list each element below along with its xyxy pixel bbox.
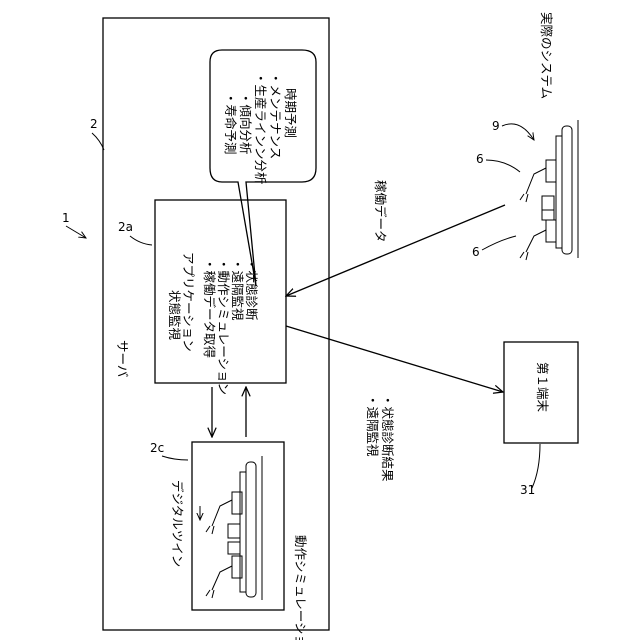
operation-data-label: 稼働データ [373,180,388,243]
ref-twin-leader [162,456,188,460]
real-workpiece-2 [542,210,554,220]
real-robot-gripper-1 [520,194,528,202]
ref-system-leader [66,226,86,238]
app-item-3: ・遠隔監視 [230,258,245,321]
server-label: サーバ [115,340,130,377]
real-robot-arm-2 [526,230,546,252]
digital-twin-label: デジタルツイン [170,480,185,567]
real-robot-arm-1 [526,168,546,194]
app-item-4: ・状態診断 [244,258,259,321]
twin-robot-arm-1 [212,500,232,526]
ref-terminal-leader [532,444,540,488]
twin-conveyor [240,472,246,592]
ref-robot-top-leader [486,160,520,172]
real-production-line [520,120,578,260]
digital-twin-box [192,442,284,610]
bubble-item-1: ・寿命予測 [223,92,238,155]
twin-robot-gripper-1 [206,526,214,534]
bubble-item-3: ・生産ラインン分析 [253,72,268,185]
ref-twin: 2c [150,441,164,455]
app-item-1: ・稼働データ取得 [202,258,217,358]
real-robot-gripper-2 [520,252,528,260]
real-workpiece-1 [542,196,554,210]
output-label: ・遠隔監視 ・状態診断結果 [365,394,395,482]
arrow-to-terminal [286,326,503,392]
twin-robot-arm-2 [212,566,232,590]
ref-rail-leader [502,124,534,140]
real-robot-base-1 [546,160,556,182]
twin-rail [246,462,256,597]
twin-workpiece-1 [228,524,240,538]
bubble-item-2: ・傾向分析 [238,92,253,155]
operation-simulation-label: 動作シミュレーション [293,535,308,640]
ref-robot-bottom-leader [482,236,516,250]
ref-robot-bottom: 6 [472,245,480,259]
output-item-1: ・遠隔監視 [365,394,380,457]
ref-robot-top: 6 [476,152,484,166]
ref-server-leader [92,133,104,150]
bubble-text: ・寿命予測 ・傾向分析 ・生産ラインン分析 ・メンテナンス 時期予測 [223,72,298,185]
ref-app: 2a [118,220,133,234]
app-box-text: 状態監視 アプリケーション ・稼働データ取得 ・動作シミュレーション ・遠隔監視… [167,252,259,395]
ref-system: 1 [62,211,70,225]
twin-workpiece-2 [228,542,240,554]
bubble-item-5: 時期予測 [283,88,298,138]
twin-production-line [200,456,262,600]
twin-robot-gripper-2 [206,590,214,598]
terminal-label: 第１端末 [535,362,550,413]
real-system-label: 実際のシステム [539,12,554,99]
real-robot-base-2 [546,220,556,242]
ref-app-leader [130,236,152,245]
app-item-2: ・動作シミュレーション [216,258,231,395]
ref-rail: 9 [492,119,500,133]
real-conveyor [556,136,562,248]
output-item-2: ・状態診断結果 [380,394,395,482]
ref-server: 2 [90,117,98,131]
bubble-item-4: ・メンテナンス [268,72,283,159]
app-title-line1: 状態監視 [167,290,182,341]
real-rail [562,126,572,254]
app-title-line2: アプリケーション [181,252,196,352]
